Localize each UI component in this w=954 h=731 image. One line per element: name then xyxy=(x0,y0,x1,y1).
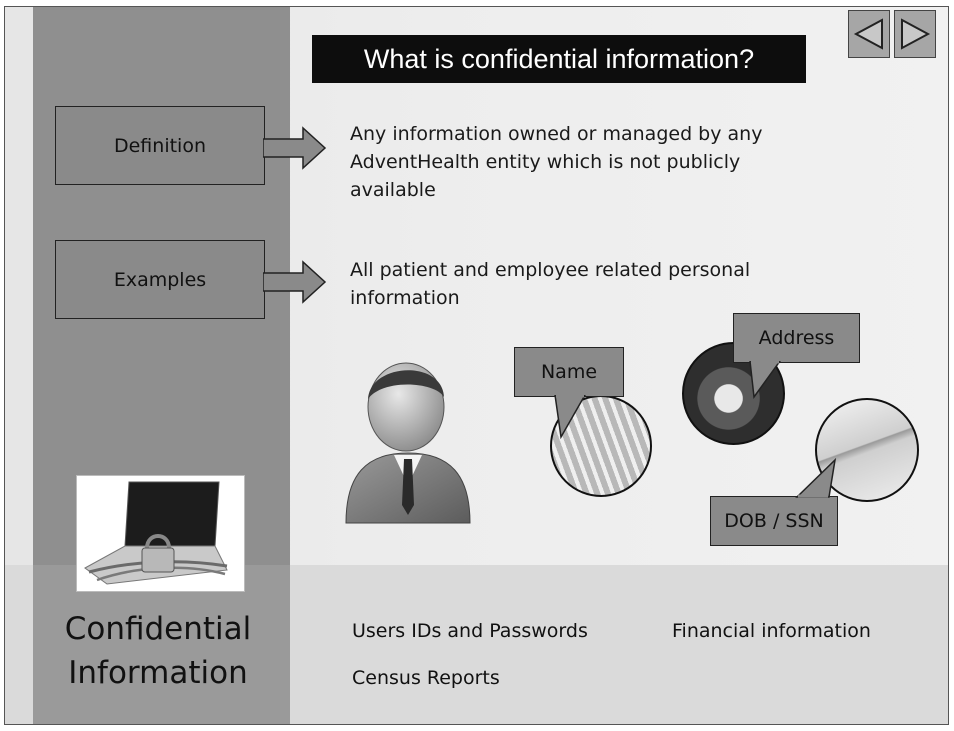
address-bubble: Address xyxy=(733,313,860,363)
dob-ssn-bubble-tail xyxy=(795,458,837,498)
dob-ssn-photo xyxy=(815,398,919,502)
prev-slide-button[interactable] xyxy=(848,10,890,58)
address-bubble-tail xyxy=(749,361,781,399)
bottom-item-census: Census Reports xyxy=(352,667,500,689)
arrow-right-icon xyxy=(263,126,327,170)
bottom-item-users: Users IDs and Passwords xyxy=(352,620,588,642)
triangle-left-icon xyxy=(853,18,883,50)
bottom-item-financial: Financial information xyxy=(672,620,871,642)
laptop-lock-icon xyxy=(84,481,228,585)
slide-frame xyxy=(4,6,949,725)
name-bubble: Name xyxy=(514,347,624,397)
laptop-lock-image xyxy=(76,475,245,592)
side-title-line2: Information xyxy=(68,655,248,691)
next-slide-button[interactable] xyxy=(894,10,936,58)
definition-callout: Definition xyxy=(55,106,265,185)
dob-ssn-bubble: DOB / SSN xyxy=(710,496,838,546)
arrow-right-icon xyxy=(263,260,327,304)
person-icon xyxy=(345,362,471,524)
triangle-right-icon xyxy=(901,18,931,50)
definition-text: Any information owned or managed by any … xyxy=(350,123,763,201)
side-title: Confidential Information xyxy=(42,607,274,695)
name-bubble-tail xyxy=(554,395,586,439)
examples-text: All patient and employee related persona… xyxy=(350,259,751,309)
side-title-line1: Confidential xyxy=(64,611,252,647)
examples-callout: Examples xyxy=(55,240,265,319)
slide-title: What is confidential information? xyxy=(312,35,806,83)
